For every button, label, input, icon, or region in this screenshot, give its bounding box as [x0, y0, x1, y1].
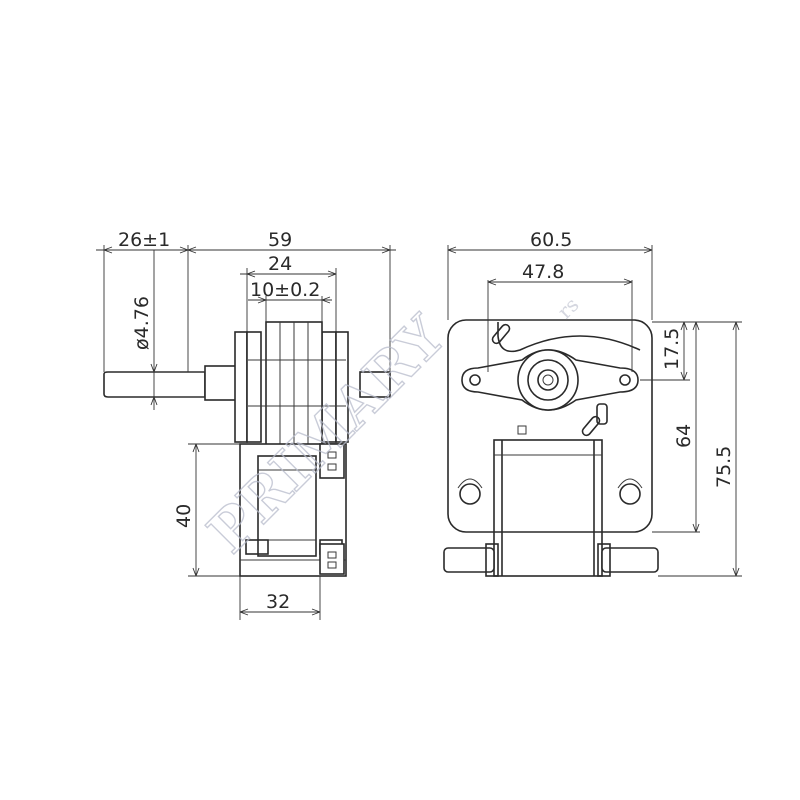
dim-bracket-width: 32	[266, 591, 290, 613]
shaft	[103, 371, 206, 398]
dim-hole-spacing: 47.8	[522, 261, 564, 283]
dim-shaft-offset: 17.5	[661, 328, 683, 370]
shaft-collar	[204, 365, 238, 401]
front-terminal-right	[601, 547, 659, 573]
mount-hole-left	[459, 483, 481, 505]
front-bearing-plate-inner	[246, 331, 262, 443]
dim-bracket-height: 40	[173, 504, 195, 528]
side-view: 26±1 59 24 10±0.2 ø4.76 40 32	[96, 229, 396, 620]
dim-shaft-length: 26±1	[118, 229, 170, 251]
terminal-bottom	[319, 543, 345, 575]
dim-overall-width: 60.5	[530, 229, 572, 251]
dim-core-width: 10±0.2	[250, 279, 320, 301]
front-terminal-left	[443, 547, 495, 573]
front-bearing-plate-outer	[234, 331, 248, 443]
rotor-outer	[517, 349, 579, 411]
shaft-end	[537, 369, 559, 391]
watermark-small-text: rs	[553, 293, 584, 324]
dim-mount-height: 64	[673, 424, 695, 448]
dim-shaft-diameter: ø4.76	[131, 296, 153, 350]
dim-stack-width: 24	[268, 253, 292, 275]
mount-hole-right	[619, 483, 641, 505]
coil-winding	[257, 455, 317, 557]
dim-overall-length: 59	[268, 229, 292, 251]
shaft-rear-stub	[359, 371, 391, 398]
terminal-top	[319, 443, 345, 479]
front-view: 60.5 47.8 17.5 64 75.5	[443, 229, 742, 577]
dim-overall-height: 75.5	[713, 446, 735, 488]
